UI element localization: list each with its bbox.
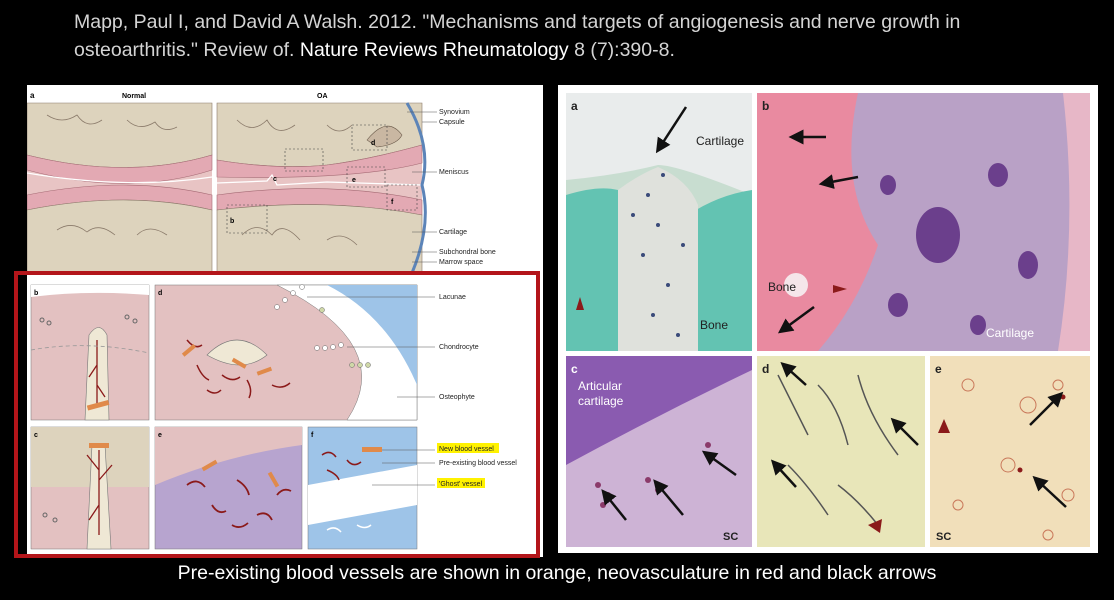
hist-c-letter: c bbox=[571, 362, 578, 376]
oa-label: OA bbox=[317, 93, 328, 100]
svg-text:b: b bbox=[230, 218, 234, 225]
label-synovium: Synovium bbox=[439, 109, 470, 116]
hist-b-cartilage: Cartilage bbox=[986, 326, 1034, 340]
label-capsule: Capsule bbox=[439, 119, 465, 126]
schematic-figure: a Normal OA d c e f b Syno bbox=[27, 85, 543, 557]
legend-pre-vessel: Pre-existing blood vessel bbox=[439, 460, 517, 467]
hist-e-sc: SC bbox=[936, 531, 951, 543]
sub-c: c bbox=[34, 432, 38, 439]
citation: Mapp, Paul I, and David A Walsh. 2012. "… bbox=[74, 8, 1074, 64]
hist-e-letter: e bbox=[935, 362, 942, 376]
hist-a-letter: a bbox=[571, 99, 578, 113]
legend-ghost-vessel: 'Ghost' vessel bbox=[439, 481, 483, 488]
sub-d: d bbox=[158, 290, 162, 297]
label-osteophyte: Osteophyte bbox=[439, 394, 475, 401]
highlight-box bbox=[14, 271, 540, 558]
label-subchondral-bone: Subchondral bone bbox=[439, 249, 496, 256]
svg-text:d: d bbox=[371, 140, 375, 147]
hist-d-letter: d bbox=[762, 362, 769, 376]
svg-text:f: f bbox=[391, 199, 394, 206]
legend-new-vessel: New blood vessel bbox=[439, 446, 494, 453]
citation-volume: 8 (7):390-8. bbox=[574, 39, 675, 61]
sub-f: f bbox=[311, 432, 314, 439]
hist-c-cartilage: cartilage bbox=[578, 394, 624, 408]
hist-a-bone: Bone bbox=[700, 318, 728, 332]
label-cartilage: Cartilage bbox=[439, 229, 467, 236]
hist-b-letter: b bbox=[762, 99, 769, 113]
schematic-svg: a Normal OA d c e f b Syno bbox=[27, 85, 543, 550]
normal-label: Normal bbox=[122, 93, 146, 100]
citation-journal: Nature Reviews Rheumatology bbox=[299, 39, 569, 61]
hist-c-sc: SC bbox=[723, 531, 738, 543]
sub-b: b bbox=[34, 290, 38, 297]
citation-text: Mapp, Paul I, and David A Walsh. 2012. "… bbox=[74, 11, 961, 61]
label-meniscus: Meniscus bbox=[439, 169, 469, 176]
label-chondrocyte: Chondrocyte bbox=[439, 344, 479, 351]
hist-c-articular: Articular bbox=[578, 379, 622, 393]
label-marrow-space: Marrow space bbox=[439, 259, 483, 266]
figure-caption: Pre-existing blood vessels are shown in … bbox=[177, 562, 937, 584]
svg-text:c: c bbox=[273, 176, 277, 183]
svg-text:e: e bbox=[352, 177, 356, 184]
histology-figure: a Cartilage Bone b Bone Cartilage c Arti bbox=[558, 85, 1098, 553]
label-lacunae: Lacunae bbox=[439, 294, 466, 301]
hist-a-cartilage: Cartilage bbox=[696, 134, 744, 148]
panel-a-letter: a bbox=[30, 91, 35, 100]
histology-svg: a Cartilage Bone b Bone Cartilage c Arti bbox=[566, 93, 1090, 547]
sub-e: e bbox=[158, 432, 162, 439]
hist-b-bone: Bone bbox=[768, 280, 796, 294]
